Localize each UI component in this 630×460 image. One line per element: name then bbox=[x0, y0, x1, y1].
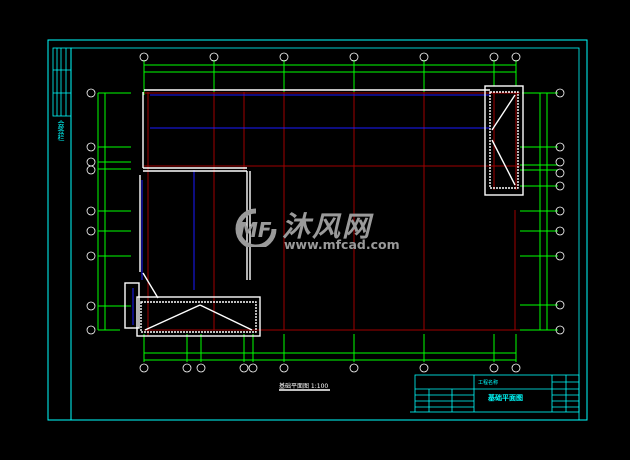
title-block-project-label: 工程名称 bbox=[478, 380, 499, 386]
title-block bbox=[410, 374, 580, 413]
countersign-label: 会签栏 bbox=[57, 120, 65, 141]
grid-bubbles bbox=[86, 52, 565, 373]
left-dimension-lines bbox=[97, 92, 131, 331]
title-block-drawing-name: 基础平面图 bbox=[488, 394, 523, 402]
countersign-table bbox=[52, 47, 72, 117]
inner-border bbox=[70, 47, 580, 421]
axis-lines bbox=[144, 92, 520, 336]
beam-lines bbox=[132, 94, 490, 325]
foundation-outlines bbox=[124, 85, 524, 337]
outer-frame bbox=[47, 39, 588, 421]
right-dimension-lines bbox=[520, 92, 558, 331]
plan-title: 基础平面图 1:100 bbox=[279, 383, 329, 390]
bottom-dimension-lines bbox=[143, 334, 517, 362]
